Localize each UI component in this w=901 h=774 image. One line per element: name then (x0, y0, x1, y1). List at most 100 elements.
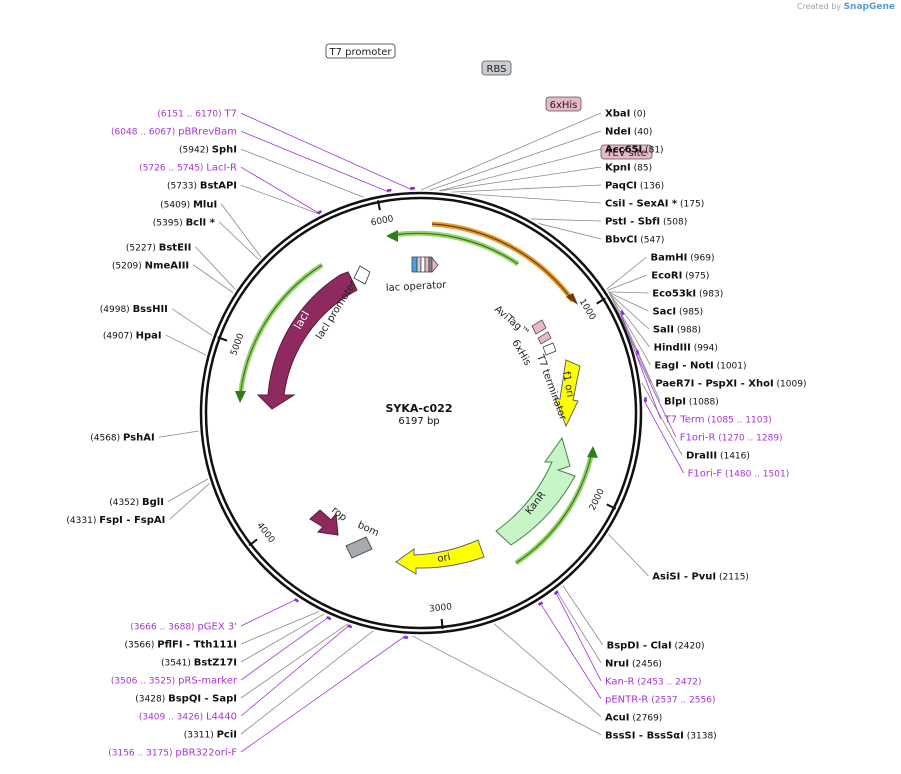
site-label-paer7i-pspxi-xhoi: PaeR7I - PspXI - XhoI (1009) (655, 379, 806, 390)
primer-connector-kan-r (555, 591, 601, 681)
site-label-bspqi-sapi: (3428) BspQI - SapI (135, 694, 237, 705)
site-connector-bstz17i (241, 614, 324, 662)
site-connector-nmeaiii (193, 265, 233, 293)
site-name: CsiI - SexAI * (605, 199, 678, 210)
site-label-sali: SalI (988) (653, 325, 701, 336)
site-name: BglI (142, 497, 164, 508)
site-connector-pcii (241, 631, 373, 734)
site-position: (5409) (160, 200, 193, 210)
site-label-mlui: (5409) MluI (160, 199, 217, 210)
primer-label-f1ori-f: F1ori-F (1480 .. 1501) (688, 469, 790, 480)
site-position: (969) (687, 254, 714, 264)
primer-name: T7 (224, 109, 237, 120)
site-label-bsssi-bsss-i: BssSI - BssSαI (3138) (605, 730, 717, 741)
site-name: HpaI (136, 331, 162, 342)
plasmid-name: SYKA-c022 (386, 402, 453, 415)
site-label-ndei: NdeI (40) (605, 127, 652, 138)
site-name: BspDI - ClaI (607, 640, 672, 651)
lacI-promoter-arrow (354, 266, 370, 284)
site-name: BbvCI (605, 235, 637, 246)
site-position: (81) (642, 146, 663, 156)
site-label-acc65i: Acc65I (81) (605, 145, 664, 156)
site-label-bcli: (5395) BclI * (153, 217, 216, 228)
laci-green-arrowhead (235, 391, 246, 403)
tick-label-4000: 4000 (254, 521, 276, 545)
site-name: AsiSI - PvuI (652, 571, 716, 582)
site-name: FspI - FspAI (99, 515, 165, 526)
plasmid-size: 6197 bp (398, 416, 439, 427)
site-label-sphi: (5942) SphI (179, 145, 237, 156)
kan-green-arrowhead (587, 446, 598, 458)
site-position: (1088) (686, 398, 719, 408)
site-position: (994) (691, 344, 718, 354)
site-position: (5395) (153, 218, 186, 228)
site-label-xbai: XbaI (0) (605, 109, 646, 120)
site-name: BstEII (159, 242, 192, 253)
site-connector-acui (494, 624, 601, 717)
site-label-asisi-pvui: AsiSI - PvuI (2115) (652, 571, 749, 582)
site-position: (1416) (717, 452, 750, 462)
primer-label-l4440: (3409 .. 3426) L4440 (139, 712, 237, 723)
site-name: BspQI - SapI (168, 694, 237, 705)
site-name: BssHII (133, 304, 168, 315)
site-position: (985) (676, 308, 703, 318)
primer-name: pGEX 3' (197, 622, 237, 633)
feature-kanr-arrow (496, 438, 575, 545)
site-name: KpnI (605, 163, 631, 174)
primer-name: LacI-R (206, 163, 237, 174)
site-name: EagI - NotI (654, 361, 713, 372)
primer-range: (6151 .. 6170) (157, 110, 224, 120)
primer-mark-pgex-3 (295, 599, 299, 602)
site-label-bamhi: BamHI (969) (651, 253, 715, 264)
site-label-eagi-noti: EagI - NotI (1001) (654, 361, 746, 372)
site-name: PshAI (123, 433, 155, 444)
watermark: Created by SnapGene (797, 2, 895, 12)
primer-label-t7: (6151 .. 6170) T7 (157, 109, 237, 120)
site-position: (2769) (630, 713, 663, 723)
primer-mark-pbrrevbam (387, 190, 392, 191)
site-label-psti-sbfi: PstI - SbfI (508) (605, 217, 687, 228)
tick-3000 (442, 619, 443, 629)
primer-range: (5726 .. 5745) (139, 164, 206, 174)
site-position: (1001) (714, 362, 747, 372)
primer-range: (3666 .. 3688) (130, 623, 197, 633)
primer-name: T7 Term (664, 415, 705, 426)
site-connector-ndei (430, 131, 601, 190)
site-label-bbvci: BbvCI (547) (605, 235, 664, 246)
site-connector-nrui (556, 590, 601, 662)
lac-cluster-pink (425, 257, 429, 272)
site-position: (3566) (124, 641, 157, 651)
site-label-blpi: BlpI (1088) (664, 397, 719, 408)
site-position: (2115) (716, 572, 749, 582)
site-connector-asisi-pvui (608, 534, 648, 576)
site-position: (0) (630, 110, 646, 120)
site-label-bsshii: (4998) BssHII (100, 304, 168, 315)
site-connector-eagi-noti (610, 295, 650, 365)
primer-range: (3409 .. 3426) (139, 713, 206, 723)
primer-connector-pbrrevbam (241, 131, 389, 192)
site-connector-bbvci (538, 223, 601, 239)
site-connector-bamhi (607, 257, 647, 289)
site-position: (508) (660, 218, 687, 228)
primer-connector-t7 (241, 113, 413, 190)
primer-connector-pentr-r (539, 602, 601, 699)
lac-green-arrowhead-top (386, 230, 398, 242)
site-name: AcuI (605, 712, 630, 723)
site-position: (2456) (629, 659, 662, 669)
primer-name: pBR322ori-F (175, 748, 237, 759)
site-name: PciI (217, 730, 237, 741)
site-label-hindiii: HindIII (994) (654, 343, 718, 354)
site-connector-mlui (221, 204, 261, 258)
site-connector-acc65i (439, 149, 601, 191)
primer-connector-laci-r (241, 167, 320, 214)
site-label-nmeaiii: (5209) NmeAIII (112, 260, 189, 271)
site-connector-ecori (607, 275, 647, 290)
primer-label-pbr322ori-f: (3156 .. 3175) pBR322ori-F (108, 748, 237, 759)
site-position: (5733) (167, 182, 200, 192)
avitag-label: AviTag™ (492, 304, 531, 339)
site-name: MluI (193, 199, 217, 210)
site-label-bstz17i: (3541) BstZ17I (161, 658, 237, 669)
site-position: (4998) (100, 305, 133, 315)
site-label-draiii: DraIII (1416) (686, 451, 750, 462)
site-name: SalI (653, 325, 674, 336)
